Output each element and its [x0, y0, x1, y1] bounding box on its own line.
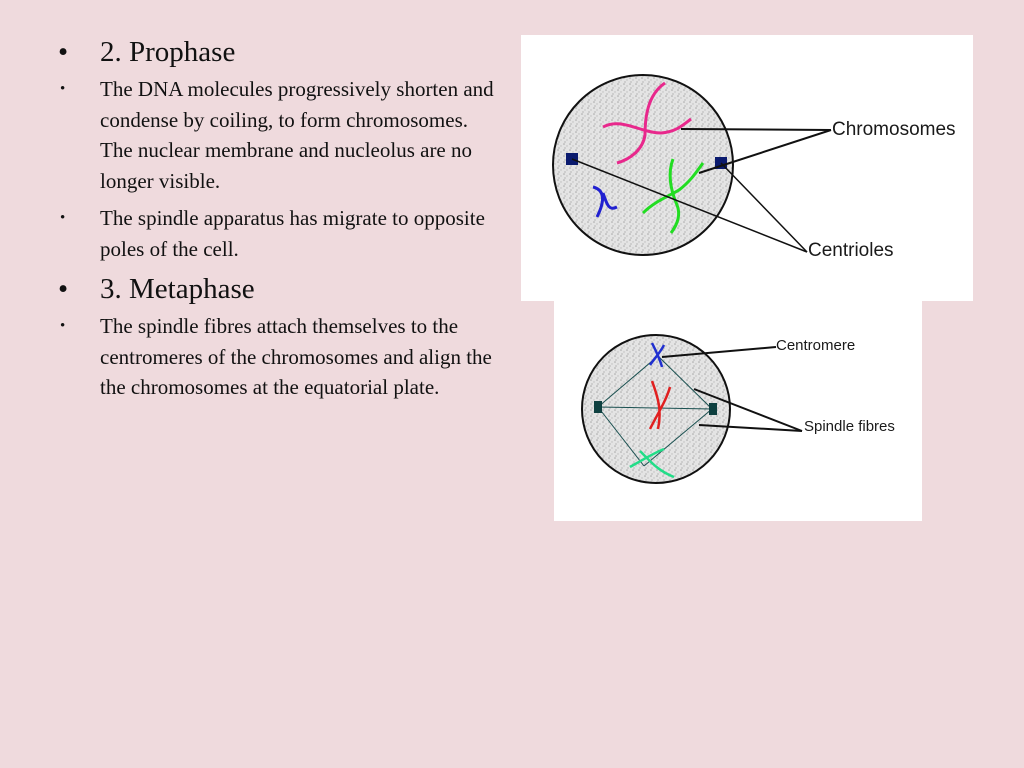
bullet-icon: •	[58, 36, 69, 68]
prophase-diagram: Chromosomes Centrioles	[521, 35, 973, 301]
bullet-icon: •	[60, 210, 66, 226]
heading-metaphase: • 3. Metaphase	[58, 273, 255, 305]
metaphase-point: • The spindle fibres attach themselves t…	[58, 311, 498, 403]
metaphase-cell-illustration	[581, 334, 803, 484]
label-centromere: Centromere	[776, 337, 856, 354]
label-spindle-fibres: Spindle fibres	[804, 418, 895, 435]
label-centrioles: Centrioles	[808, 240, 894, 261]
prophase-point: • The DNA molecules progressively shorte…	[58, 74, 498, 196]
heading-prophase: • 2. Prophase	[58, 36, 236, 68]
prophase-cell-illustration	[552, 74, 832, 256]
bullet-icon: •	[58, 273, 69, 305]
label-chromosomes: Chromosomes	[832, 119, 956, 140]
metaphase-diagram: Centromere Spindle fibres	[554, 301, 922, 521]
bullet-icon: •	[60, 318, 66, 334]
prophase-point: • The spindle apparatus has migrate to o…	[58, 203, 498, 264]
bullet-icon: •	[60, 81, 66, 97]
slide-text: • 2. Prophase • The DNA molecules progre…	[58, 34, 498, 410]
